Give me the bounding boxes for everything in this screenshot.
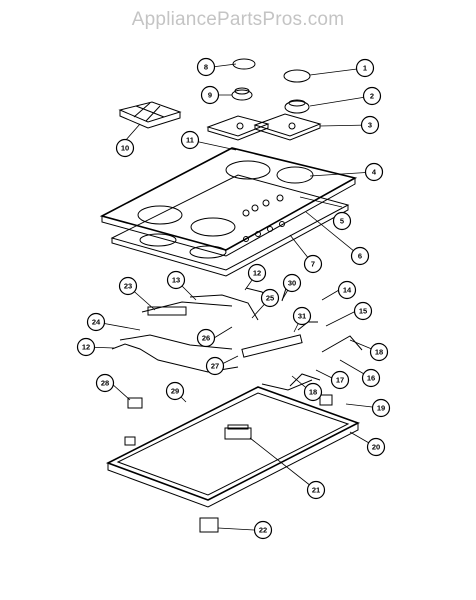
- callout-5: 5: [332, 211, 352, 231]
- callout-3-label: 3: [368, 121, 372, 130]
- callout-6: 6: [350, 246, 370, 266]
- callout-14-label: 14: [343, 286, 352, 295]
- callout-19-label: 19: [377, 404, 385, 413]
- cooktop-glass-top: [99, 147, 358, 257]
- callout-12a-label: 12: [253, 269, 261, 278]
- callout-17: 17: [330, 370, 350, 390]
- callout-23: 23: [118, 276, 138, 296]
- burner-caps: [231, 58, 311, 114]
- gas-manifold: [111, 279, 363, 391]
- callout-31-label: 31: [298, 312, 306, 321]
- callout-1-label: 1: [363, 64, 367, 73]
- callout-17-label: 17: [336, 376, 344, 385]
- callout-6-label: 6: [358, 252, 362, 261]
- trim-frame: [110, 174, 350, 277]
- callout-9: 9: [200, 85, 220, 105]
- callout-8-label: 8: [204, 63, 208, 72]
- callout-12b: 12: [76, 337, 96, 357]
- callout-12b-label: 12: [82, 343, 90, 352]
- callout-3: 3: [360, 115, 380, 135]
- callout-30: 30: [282, 273, 302, 293]
- callout-20: 20: [366, 437, 386, 457]
- callout-10: 10: [115, 138, 135, 158]
- callout-18b-label: 18: [309, 388, 317, 397]
- callout-24-label: 24: [92, 318, 101, 327]
- callout-2-label: 2: [370, 92, 374, 101]
- callout-9-label: 9: [208, 91, 212, 100]
- callout-28: 28: [95, 373, 115, 393]
- callout-4-label: 4: [372, 168, 377, 177]
- callout-27-label: 27: [211, 362, 219, 371]
- callout-4: 4: [364, 162, 384, 182]
- callout-10-label: 10: [121, 144, 129, 153]
- callout-30-label: 30: [288, 279, 296, 288]
- callout-27: 27: [205, 356, 225, 376]
- callout-21-label: 21: [312, 486, 320, 495]
- burner-grate: [118, 101, 182, 129]
- callouts: 1 2 3 4 5 6 7 8 9 10 11 12 12 13 14 15 1…: [76, 57, 391, 540]
- callout-18a: 18: [369, 342, 389, 362]
- callout-7: 7: [303, 254, 323, 274]
- callout-7-label: 7: [311, 260, 315, 269]
- callout-15: 15: [353, 301, 373, 321]
- leader-lines: [85, 63, 382, 531]
- callout-22: 22: [253, 520, 273, 540]
- callout-18a-label: 18: [375, 348, 383, 357]
- callout-13-label: 13: [172, 276, 180, 285]
- callout-12a: 12: [247, 263, 267, 283]
- callout-18b: 18: [303, 382, 323, 402]
- callout-16: 16: [361, 368, 381, 388]
- callout-29-label: 29: [171, 387, 179, 396]
- callout-25-label: 25: [266, 294, 274, 303]
- callout-31: 31: [292, 306, 312, 326]
- callout-19: 19: [371, 398, 391, 418]
- bottom-pan: [106, 386, 361, 533]
- callout-2: 2: [362, 86, 382, 106]
- callout-20-label: 20: [372, 443, 380, 452]
- callout-11: 11: [180, 130, 200, 150]
- callout-14: 14: [337, 280, 357, 300]
- callout-29: 29: [165, 381, 185, 401]
- callout-28-label: 28: [101, 379, 109, 388]
- callout-15-label: 15: [359, 307, 367, 316]
- callout-25: 25: [260, 288, 280, 308]
- callout-21: 21: [306, 480, 326, 500]
- callout-23-label: 23: [124, 282, 132, 291]
- callout-24: 24: [86, 312, 106, 332]
- callout-5-label: 5: [340, 217, 344, 226]
- callout-26-label: 26: [202, 334, 210, 343]
- callout-1: 1: [355, 58, 375, 78]
- callout-11-label: 11: [186, 136, 194, 145]
- callout-22-label: 22: [259, 526, 267, 535]
- callout-8: 8: [196, 57, 216, 77]
- callout-26: 26: [196, 328, 216, 348]
- callout-13: 13: [166, 270, 186, 290]
- watermark-text: AppliancePartsPros.com: [131, 9, 345, 30]
- burner-plates: [206, 113, 322, 141]
- callout-16-label: 16: [367, 374, 375, 383]
